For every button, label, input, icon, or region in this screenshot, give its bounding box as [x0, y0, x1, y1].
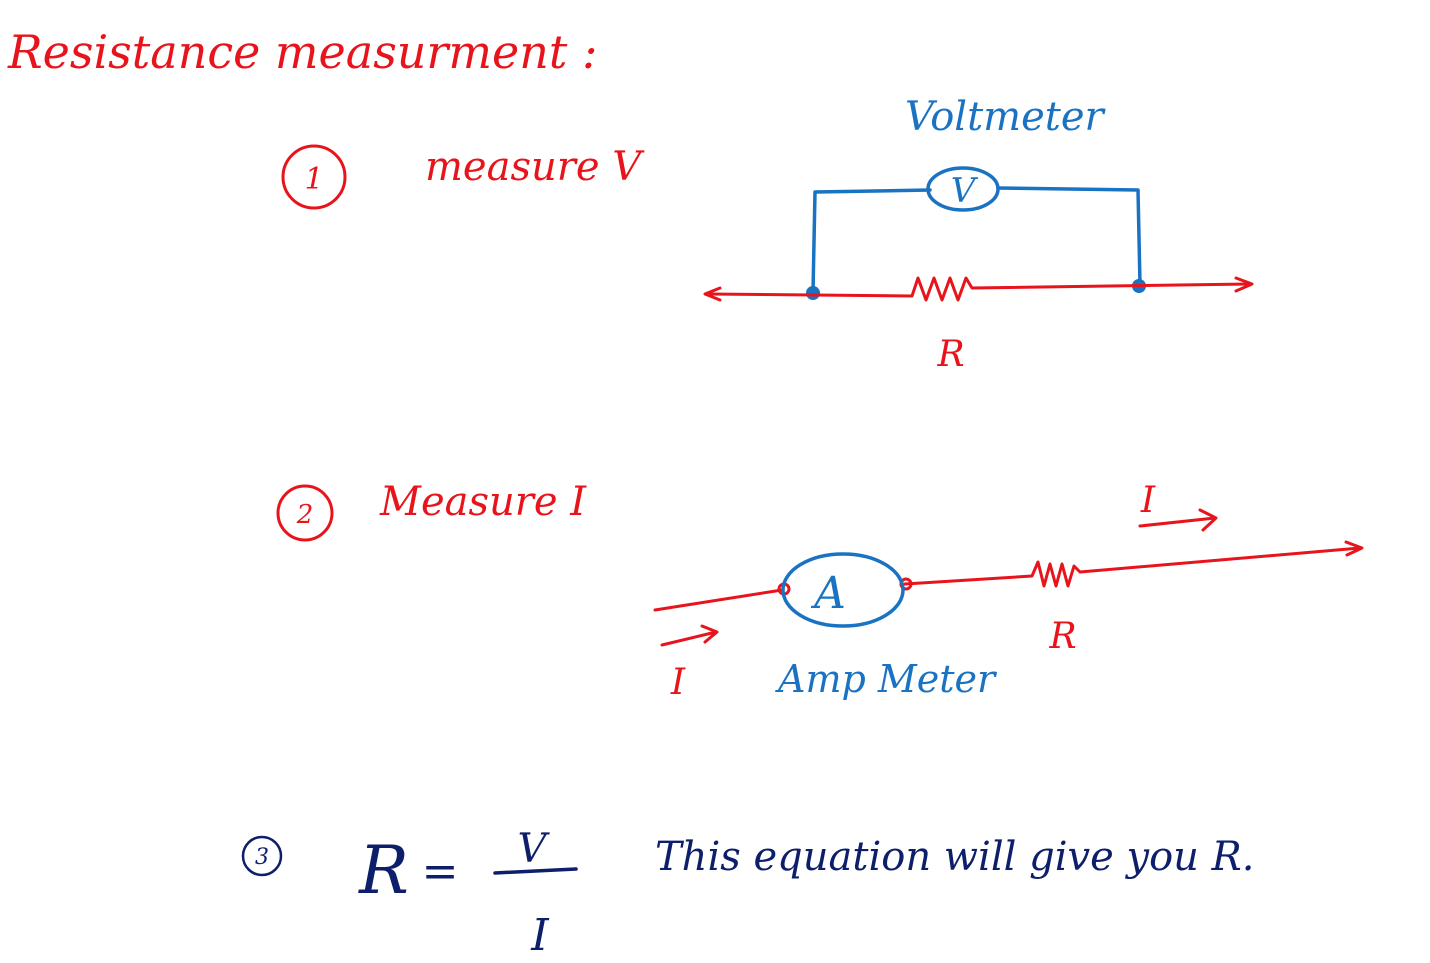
step-3-group: 3 R = V I This equation will give you R.	[241, 826, 1255, 961]
step-1-group: 1 measure V Voltmeter V R	[281, 94, 1254, 375]
resistor-1-label: R	[936, 334, 964, 375]
voltmeter-wire	[811, 186, 1142, 294]
step-2-number-badge: 2	[276, 484, 334, 542]
page-heading: Resistance measurment :	[7, 25, 598, 79]
voltmeter-symbol-letter: V	[951, 171, 979, 211]
current-in-label: I	[670, 662, 686, 703]
equation-equals: =	[422, 846, 459, 897]
voltmeter-node-left	[806, 286, 820, 300]
step-2-group: 2 Measure I I A Amp Meter R I	[276, 479, 1364, 703]
circuit-2-wire-left	[653, 588, 784, 612]
circuit-2-wire-right	[903, 546, 1362, 588]
circuit-1-arrow-left	[703, 286, 722, 302]
ammeter-symbol: A	[781, 552, 905, 628]
step-1-label: measure V	[425, 144, 645, 190]
step-3-number: 3	[255, 845, 269, 870]
voltmeter-symbol: V	[926, 166, 1000, 212]
equation-denominator: I	[530, 910, 550, 961]
circuit-1-arrow-right	[1234, 276, 1254, 293]
step-1-number: 1	[304, 162, 323, 197]
equation-note: This equation will give you R.	[655, 834, 1255, 880]
step-3-number-badge: 3	[241, 835, 283, 877]
fraction-bar	[493, 867, 578, 875]
step-1-number-badge: 1	[281, 144, 347, 210]
circuit-1-wire	[705, 276, 1252, 302]
ammeter-label: Amp Meter	[775, 657, 998, 701]
step-2-label: Measure I	[379, 479, 587, 525]
equation-numerator: V	[518, 826, 551, 872]
circuit-2-arrow-right	[1344, 540, 1364, 557]
current-in-arrow	[660, 624, 719, 647]
current-out-label: I	[1140, 480, 1156, 521]
resistor-2-label: R	[1048, 616, 1076, 657]
voltmeter-label: Voltmeter	[905, 94, 1107, 140]
equation-lhs: R	[358, 832, 409, 909]
ammeter-symbol-letter: A	[810, 568, 846, 619]
step-2-number: 2	[296, 500, 314, 530]
current-out-arrow	[1138, 508, 1218, 532]
